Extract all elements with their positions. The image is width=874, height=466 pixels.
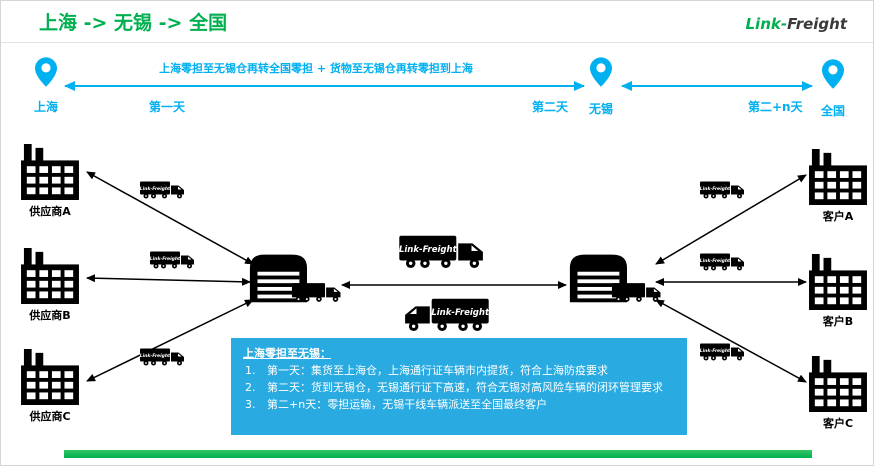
truck-label: Link-Freight xyxy=(431,308,490,318)
location-pin-icon-national xyxy=(822,59,844,89)
factory-icon-supplier-a xyxy=(19,144,81,200)
day-label-3: 第二+n天 xyxy=(748,100,803,114)
day-label-1: 第一天 xyxy=(149,100,186,114)
warehouse-icon-wuxi-hub xyxy=(567,247,667,306)
brand-logo-prefix: Link- xyxy=(745,15,788,33)
info-box-item-2: 2. 第二天：货到无锡仓，无锡通行证下高速，符合无锡对高风险车辆的闭环管理要求 xyxy=(243,379,675,396)
truck-icon-supplier-b: Link-Freight xyxy=(149,249,197,269)
info-box-item-number: 3. xyxy=(245,398,256,412)
info-box-item-3: 3. 第二+n天：零担运输，无锡干线车辆派送至全国最终客户 xyxy=(243,396,675,413)
page-title: 上海 -> 无锡 -> 全国 xyxy=(39,12,228,34)
factory-icon-customer-c xyxy=(807,356,869,412)
customer-c-label: 客户C xyxy=(822,417,854,430)
factory-icon-supplier-b xyxy=(19,248,81,304)
customer-a-label: 客户A xyxy=(822,210,854,223)
truck-icon-linehaul-east: Link-Freight xyxy=(397,231,489,269)
supplier-c-label: 供应商C xyxy=(29,410,71,423)
header-divider xyxy=(1,42,873,43)
customer-b-label: 客户B xyxy=(822,315,854,328)
info-box: 上海零担至无锡： 1. 第一天：集货至上海仓，上海通行证车辆市内提货，符合上海防… xyxy=(231,338,687,435)
truck-icon-customer-b: Link-Freight xyxy=(699,251,747,271)
truck-icon-customer-c: Link-Freight xyxy=(699,341,747,361)
location-pin-icon-shanghai xyxy=(35,57,57,87)
truck-label: Link-Freight xyxy=(140,186,171,192)
day-label-2: 第二天 xyxy=(532,100,569,114)
bottom-accent-bar xyxy=(64,450,812,458)
info-box-item-text: 第二天：货到无锡仓，无锡通行证下高速，符合无锡对高风险车辆的闭环管理要求 xyxy=(267,381,663,395)
connector-supplier-c xyxy=(86,299,254,382)
factory-icon-supplier-c xyxy=(19,349,81,405)
info-box-item-1: 1. 第一天：集货至上海仓，上海通行证车辆市内提货，符合上海防疫要求 xyxy=(243,362,675,379)
info-box-item-text: 第一天：集货至上海仓，上海通行证车辆市内提货，符合上海防疫要求 xyxy=(267,364,608,378)
truck-label: Link-Freight xyxy=(150,256,181,262)
truck-label: Link-Freight xyxy=(700,258,731,264)
brand-logo: Link-Freight xyxy=(746,15,848,33)
pin-label-wuxi: 无锡 xyxy=(588,102,613,116)
truck-label: Link-Freight xyxy=(700,348,731,354)
truck-label: Link-Freight xyxy=(140,353,171,359)
truck-icon-supplier-a: Link-Freight xyxy=(139,179,187,199)
info-box-item-text: 第二+n天：零担运输，无锡干线车辆派送至全国最终客户 xyxy=(267,398,548,412)
info-box-item-number: 2. xyxy=(245,381,256,395)
truck-label: Link-Freight xyxy=(700,186,731,192)
brand-logo-suffix: Freight xyxy=(787,15,847,33)
truck-icon-supplier-c: Link-Freight xyxy=(139,346,187,366)
info-box-title: 上海零担至无锡： xyxy=(243,347,331,360)
connector-supplier-b xyxy=(86,274,251,286)
truck-icon-customer-a: Link-Freight xyxy=(699,179,747,199)
warehouse-icon-shanghai-hub xyxy=(247,247,347,306)
info-box-item-number: 1. xyxy=(245,364,256,378)
pin-label-shanghai: 上海 xyxy=(33,100,58,114)
route-description: 上海零担至无锡仓再转全国零担 + 货物至无锡仓再转零担到上海 xyxy=(159,62,473,75)
location-pin-icon-wuxi xyxy=(590,57,612,87)
supplier-b-label: 供应商B xyxy=(29,309,71,322)
truck-icon-linehaul-west: Link-Freight xyxy=(399,294,491,332)
factory-icon-customer-a xyxy=(807,149,869,205)
factory-icon-customer-b xyxy=(807,254,869,310)
pin-label-national: 全国 xyxy=(820,104,845,118)
supplier-a-label: 供应商A xyxy=(29,205,71,218)
truck-label: Link-Freight xyxy=(399,245,458,255)
